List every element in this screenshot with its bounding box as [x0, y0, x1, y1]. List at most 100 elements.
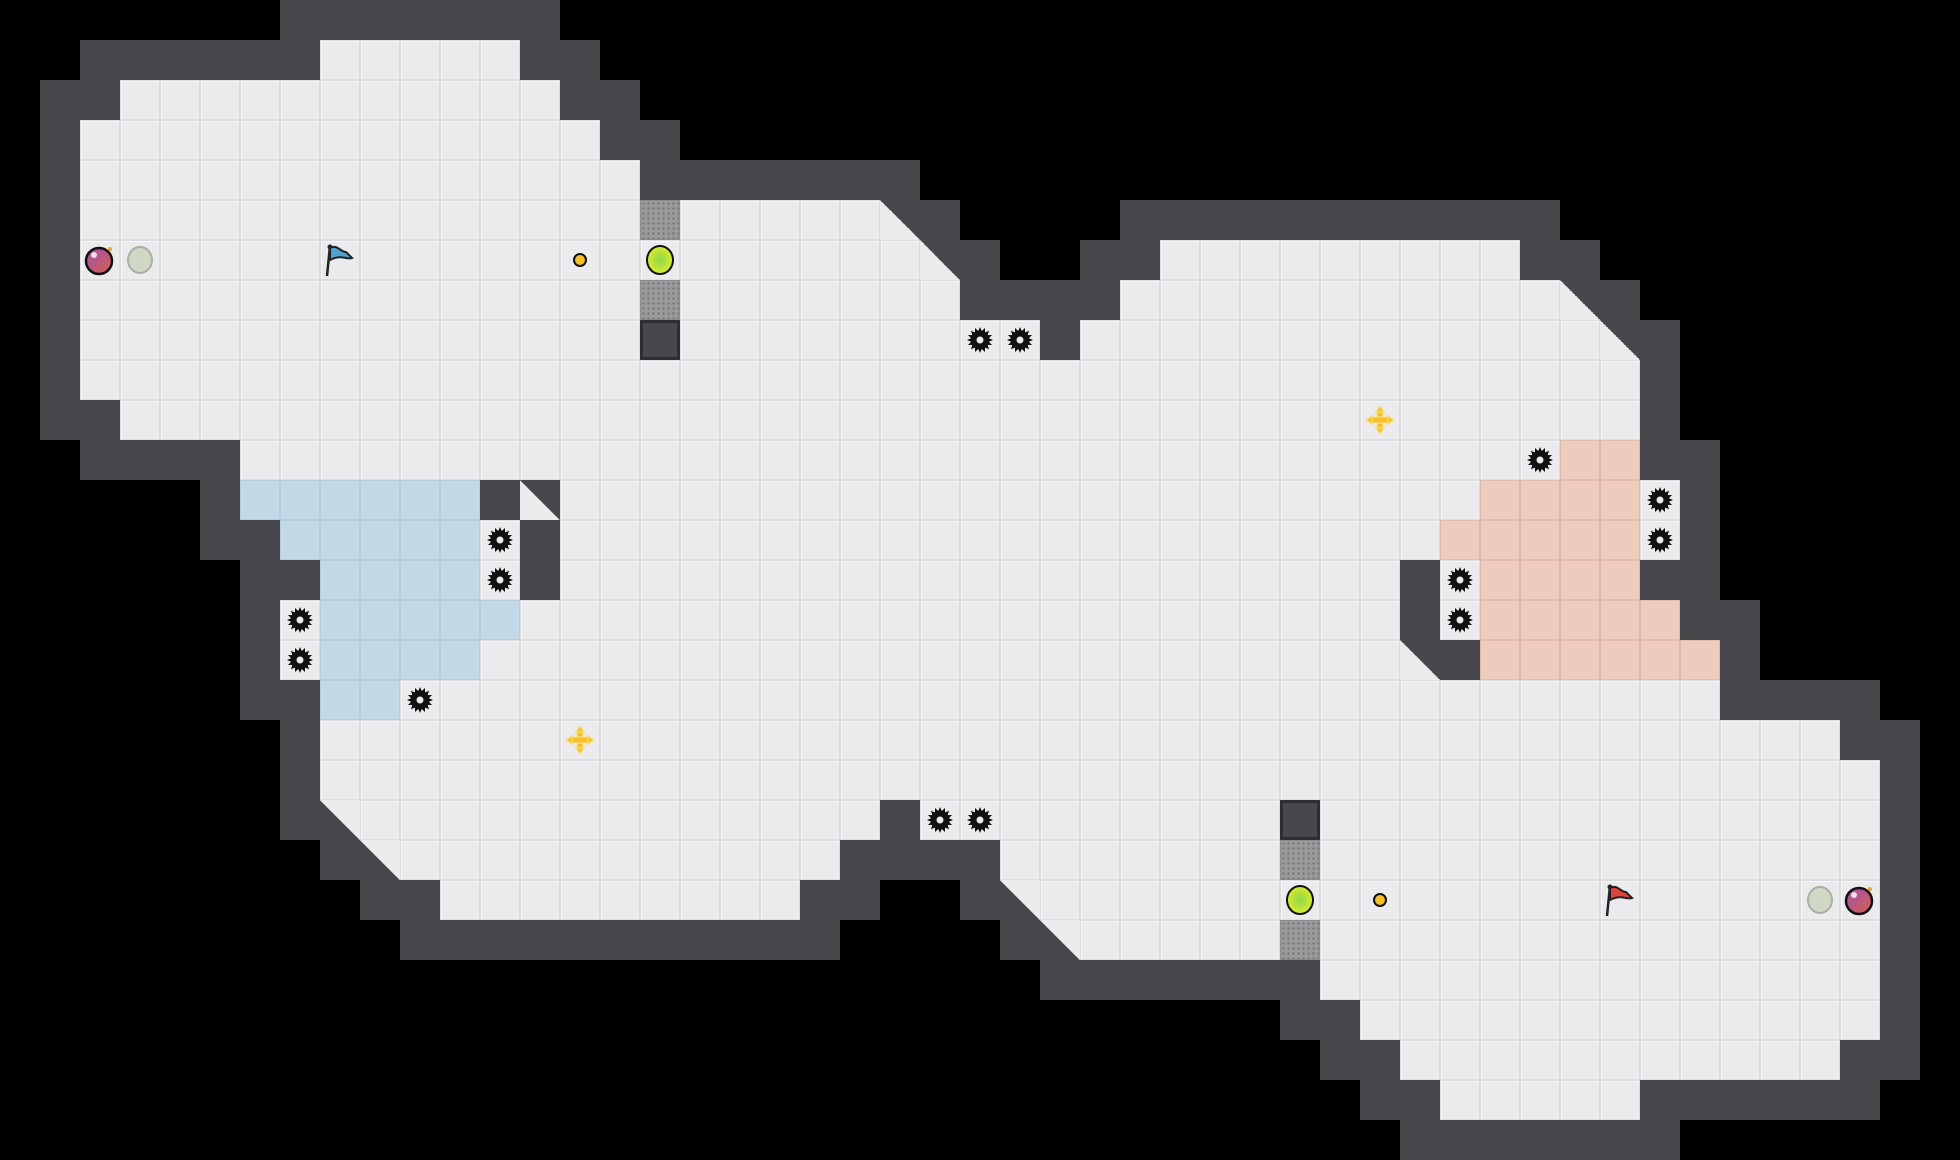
floor-tile — [120, 280, 160, 320]
wall-tile — [1880, 840, 1920, 880]
floor-tile — [960, 720, 1000, 760]
floor-tile — [360, 160, 400, 200]
floor-tile — [1040, 600, 1080, 640]
floor-tile — [240, 280, 280, 320]
blue-zone-tile — [320, 600, 360, 640]
floor-tile — [1160, 680, 1200, 720]
floor-tile — [600, 360, 640, 400]
floor-tile — [1320, 240, 1360, 280]
floor-tile — [1200, 280, 1240, 320]
floor-tile — [1040, 680, 1080, 720]
floor-tile — [1600, 360, 1640, 400]
wall-tile — [1400, 560, 1440, 600]
floor-tile — [1080, 440, 1120, 480]
wall-tile — [1360, 200, 1400, 240]
floor-tile — [280, 400, 320, 440]
floor-tile — [560, 160, 600, 200]
floor-tile — [760, 440, 800, 480]
floor-tile — [440, 240, 480, 280]
floor-tile — [1440, 720, 1480, 760]
wall-tile — [1560, 240, 1600, 280]
floor-tile — [1120, 280, 1160, 320]
floor-tile — [1160, 840, 1200, 880]
floor-tile — [760, 320, 800, 360]
floor-tile — [520, 120, 560, 160]
floor-tile — [360, 280, 400, 320]
floor-tile — [1440, 240, 1480, 280]
floor-tile — [1320, 640, 1360, 680]
wall-tile — [1680, 520, 1720, 560]
floor-tile — [80, 360, 120, 400]
floor-tile — [360, 720, 400, 760]
wall-tile — [1600, 280, 1640, 320]
floor-tile — [1600, 720, 1640, 760]
floor-tile — [1160, 720, 1200, 760]
floor-tile — [1160, 600, 1200, 640]
floor-tile — [1760, 800, 1800, 840]
floor-tile — [1240, 880, 1280, 920]
wall-tile — [1520, 240, 1560, 280]
spike-icon — [480, 560, 520, 600]
floor-tile — [960, 440, 1000, 480]
floor-tile — [760, 240, 800, 280]
floor-tile — [1240, 760, 1280, 800]
floor-tile — [1240, 280, 1280, 320]
wall-tile — [1880, 960, 1920, 1000]
floor-tile — [800, 440, 840, 480]
floor-tile — [1000, 640, 1040, 680]
floor-tile — [1200, 480, 1240, 520]
floor-tile — [1280, 680, 1320, 720]
floor-tile — [1560, 1040, 1600, 1080]
floor-tile — [920, 720, 960, 760]
floor-tile — [1240, 840, 1280, 880]
diagonal-wall-tile — [1600, 320, 1640, 360]
floor-tile — [1640, 720, 1680, 760]
wall-tile — [440, 920, 480, 960]
wall-tile — [520, 560, 560, 600]
floor-tile — [720, 240, 760, 280]
floor-tile — [880, 360, 920, 400]
wall-tile — [160, 40, 200, 80]
floor-tile — [920, 280, 960, 320]
floor-tile — [440, 880, 480, 920]
floor-tile — [1800, 800, 1840, 840]
floor-tile — [1280, 320, 1320, 360]
floor-tile — [400, 320, 440, 360]
floor-tile — [520, 640, 560, 680]
red-zone-tile — [1480, 520, 1520, 560]
floor-tile — [600, 520, 640, 560]
floor-tile — [1040, 480, 1080, 520]
diagonal-wall-tile — [1000, 880, 1040, 920]
floor-tile — [1760, 1000, 1800, 1040]
floor-tile — [560, 200, 600, 240]
floor-tile — [1240, 320, 1280, 360]
floor-tile — [960, 760, 1000, 800]
floor-tile — [720, 320, 760, 360]
floor-tile — [680, 720, 720, 760]
floor-tile — [240, 80, 280, 120]
floor-tile — [1760, 960, 1800, 1000]
floor-tile — [1720, 1040, 1760, 1080]
floor-tile — [1200, 440, 1240, 480]
floor-tile — [1400, 760, 1440, 800]
wall-tile — [1480, 1120, 1520, 1160]
floor-tile — [1640, 680, 1680, 720]
floor-tile — [1280, 560, 1320, 600]
floor-tile — [1240, 480, 1280, 520]
floor-tile — [1480, 360, 1520, 400]
floor-tile — [1400, 280, 1440, 320]
floor-tile — [1040, 360, 1080, 400]
red-zone-tile — [1520, 480, 1560, 520]
floor-tile — [280, 80, 320, 120]
floor-tile — [800, 520, 840, 560]
wall-tile — [1040, 320, 1080, 360]
blue-zone-tile — [360, 560, 400, 600]
floor-tile — [1320, 320, 1360, 360]
floor-tile — [320, 320, 360, 360]
floor-tile — [520, 880, 560, 920]
wall-tile — [1040, 280, 1080, 320]
floor-tile — [1760, 840, 1800, 880]
floor-tile — [1440, 920, 1480, 960]
wall-tile — [280, 680, 320, 720]
diagonal-wall-tile — [1560, 280, 1600, 320]
